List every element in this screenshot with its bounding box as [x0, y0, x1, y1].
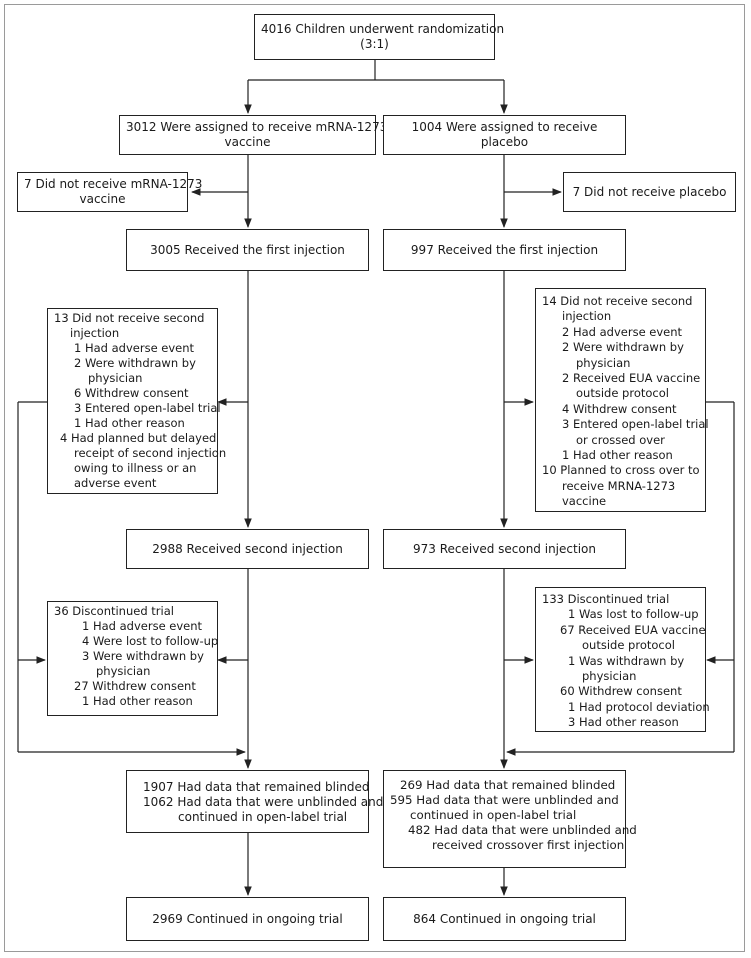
mrna-no-second-item: adverse event — [74, 476, 157, 490]
mrna-discontinued-item: 27 Withdrew consent — [74, 679, 196, 693]
placebo-no-second-item: or crossed over — [576, 432, 665, 447]
randomization-line1: 4016 Children underwent randomization — [261, 22, 505, 36]
mrna-no-second-item: physician — [88, 371, 143, 385]
mrna-blinded-item: 1062 Had data that were unblinded and — [143, 795, 384, 809]
placebo-no-second-item: 2 Were withdrawn by — [562, 340, 684, 355]
mrna-no-second-item: 3 Entered open-label trial — [74, 401, 221, 415]
placebo-no-second-item: receive MRNA-1273 — [562, 478, 676, 493]
randomization-box: 4016 Children underwent randomization (3… — [254, 14, 505, 60]
mrna-no-second-item: 2 Were withdrawn by — [74, 356, 196, 370]
mrna-blinded-box: 1907 Had data that remained blinded 1062… — [126, 770, 384, 833]
mrna-not-received-box: 7 Did not receive mRNA-1273 vaccine — [17, 172, 203, 212]
mrna-no-second-item: 13 Did not receive second — [54, 311, 205, 325]
mrna-assigned-line1: 3012 Were assigned to receive mRNA-1273 — [126, 120, 388, 134]
placebo-discontinued-item: 60 Withdrew consent — [560, 684, 682, 699]
mrna-no-second-box: 13 Did not receive second injection 1 Ha… — [47, 308, 227, 494]
mrna-discontinued-item: 3 Were withdrawn by — [82, 649, 204, 663]
placebo-discontinued-item: 133 Discontinued trial — [542, 592, 670, 606]
mrna-no-second-item: 1 Had adverse event — [74, 341, 195, 355]
placebo-discontinued-item: 1 Was withdrawn by — [568, 653, 685, 668]
mrna-discontinued-item: 4 Were lost to follow-up — [82, 634, 219, 648]
mrna-no-second-item: 4 Had planned but delayed — [60, 431, 217, 445]
placebo-continued-text: 864 Continued in ongoing trial — [413, 911, 596, 926]
mrna-no-second-item: receipt of second injection — [74, 446, 227, 460]
mrna-discontinued-item: physician — [96, 664, 151, 678]
placebo-not-received-box: 7 Did not receive placebo — [563, 172, 736, 212]
mrna-assigned-line2: vaccine — [224, 135, 271, 149]
placebo-no-second-item: 4 Withdrew consent — [562, 401, 677, 416]
placebo-blinded-box: 269 Had data that remained blinded 595 H… — [383, 770, 637, 868]
mrna-discontinued-box: 36 Discontinued trial 1 Had adverse even… — [47, 601, 218, 716]
placebo-discontinued-item: 3 Had other reason — [568, 715, 679, 730]
mrna-assigned-box: 3012 Were assigned to receive mRNA-1273 … — [119, 115, 388, 155]
mrna-not-received-line1: 7 Did not receive mRNA-1273 — [24, 177, 203, 191]
mrna-first-injection-box: 3005 Received the first injection — [126, 229, 369, 271]
placebo-discontinued-item: 67 Received EUA vaccine — [560, 622, 706, 637]
mrna-continued-text: 2969 Continued in ongoing trial — [152, 911, 343, 926]
placebo-no-second-item: 14 Did not receive second — [542, 294, 693, 308]
placebo-assigned-box: 1004 Were assigned to receive placebo — [383, 115, 626, 155]
placebo-blinded-item: 482 Had data that were unblinded and — [408, 823, 637, 837]
placebo-discontinued-item: 1 Had protocol deviation — [568, 699, 710, 714]
mrna-not-received-line2: vaccine — [79, 192, 126, 206]
placebo-second-injection-text: 973 Received second injection — [413, 541, 596, 556]
placebo-continued-box: 864 Continued in ongoing trial — [383, 897, 626, 941]
mrna-first-injection-text: 3005 Received the first injection — [150, 242, 345, 257]
placebo-assigned-line1: 1004 Were assigned to receive — [411, 120, 598, 134]
mrna-discontinued-item: 36 Discontinued trial — [54, 604, 174, 618]
placebo-blinded-item: 595 Had data that were unblinded and — [390, 793, 619, 807]
placebo-blinded-item: continued in open-label trial — [410, 808, 577, 822]
placebo-no-second-item: physician — [576, 355, 631, 370]
mrna-discontinued-item: 1 Had other reason — [82, 694, 193, 708]
placebo-assigned-line2: placebo — [480, 135, 529, 149]
placebo-no-second-box: 14 Did not receive second injection 2 Ha… — [535, 288, 709, 512]
placebo-no-second-item: 2 Received EUA vaccine — [562, 371, 701, 386]
mrna-no-second-item: owing to illness or an — [74, 461, 197, 475]
placebo-first-injection-text: 997 Received the first injection — [410, 242, 599, 257]
placebo-blinded-item: received crossover first injection — [432, 838, 625, 852]
randomization-line2: (3:1) — [360, 37, 389, 51]
placebo-discontinued-item: physician — [582, 669, 637, 684]
mrna-blinded-item: continued in open-label trial — [178, 810, 348, 824]
placebo-no-second-item: 3 Entered open-label trial — [562, 417, 709, 432]
mrna-no-second-item: 6 Withdrew consent — [74, 386, 189, 400]
placebo-no-second-item: vaccine — [562, 494, 607, 509]
placebo-discontinued-item: 1 Was lost to follow-up — [568, 607, 699, 622]
mrna-second-injection-box: 2988 Received second injection — [126, 529, 369, 569]
placebo-no-second-item: 2 Had adverse event — [562, 324, 683, 339]
placebo-first-injection-box: 997 Received the first injection — [383, 229, 626, 271]
mrna-continued-box: 2969 Continued in ongoing trial — [126, 897, 369, 941]
placebo-blinded-item: 269 Had data that remained blinded — [400, 778, 616, 792]
mrna-discontinued-item: 1 Had adverse event — [82, 619, 203, 633]
placebo-second-injection-box: 973 Received second injection — [383, 529, 626, 569]
placebo-discontinued-item: outside protocol — [582, 638, 675, 653]
placebo-no-second-item: 10 Planned to cross over to — [542, 463, 700, 478]
placebo-no-second-item: 1 Had other reason — [562, 448, 673, 463]
mrna-no-second-item: 1 Had other reason — [74, 416, 185, 430]
mrna-blinded-item: 1907 Had data that remained blinded — [143, 780, 370, 794]
placebo-discontinued-box: 133 Discontinued trial 1 Was lost to fol… — [535, 587, 710, 732]
placebo-no-second-item: outside protocol — [576, 386, 669, 401]
placebo-no-second-item: injection — [562, 309, 612, 324]
placebo-not-received-text: 7 Did not receive placebo — [572, 184, 727, 199]
mrna-second-injection-text: 2988 Received second injection — [152, 541, 343, 556]
mrna-no-second-item: injection — [70, 326, 120, 340]
